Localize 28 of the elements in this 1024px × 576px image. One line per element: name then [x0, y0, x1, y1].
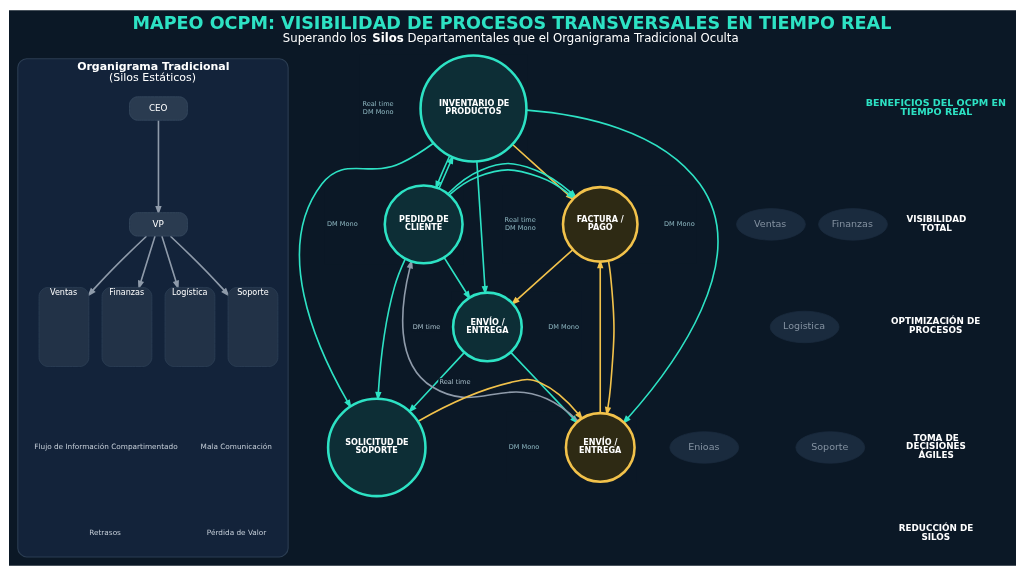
arrow: [374, 258, 406, 401]
label: REDUCCIÓN DE SILOS: [898, 523, 973, 542]
arrow: [434, 155, 450, 190]
arrow: [298, 142, 434, 409]
node-ellipse: Logistica: [769, 310, 839, 344]
label: VISIBILIDAD TOTAL: [905, 213, 966, 233]
node-box: VP: [128, 212, 188, 237]
node-box: CEO: [128, 96, 188, 121]
label: BENEFICIOS DEL OCPM EN TIEMPO REAL: [865, 96, 1006, 118]
legend-label: Pérdida de Valor: [206, 528, 266, 538]
node-ellipse: Enioas: [668, 431, 739, 464]
arrow: [160, 235, 179, 290]
arrow: [510, 249, 573, 306]
legend-label: Flujo de Información Compartimentado: [33, 442, 178, 452]
label: TOMA DE DECISIONES ÁGILES: [905, 432, 966, 461]
node-ellipse: Finanzas: [817, 208, 888, 241]
label: OPTIMIZACIÓN DE PROCESOS: [890, 316, 980, 336]
arrow: [137, 235, 156, 290]
arrow: [442, 256, 471, 300]
caption: Superando los Silos Departamentales que el Organigrama Tradicional Oculta: [282, 31, 739, 46]
legend-label: Retrasos: [88, 528, 121, 538]
arrow: [401, 259, 579, 422]
node-ellipse: Ventas: [735, 208, 806, 241]
node-ellipse: Soporte: [794, 431, 865, 464]
arrow: [407, 351, 465, 414]
arrow: [169, 235, 230, 297]
legend-label: Mala Comunicación: [200, 442, 272, 452]
arrow: [86, 235, 147, 297]
